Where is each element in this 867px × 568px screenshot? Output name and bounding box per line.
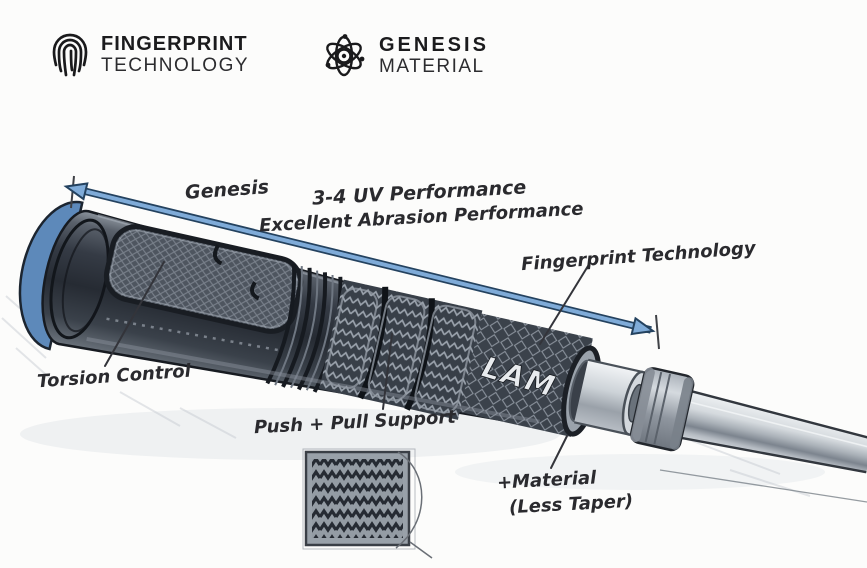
rib-grooves [265, 264, 343, 393]
fingerprint-technology-badge: FINGERPRINT TECHNOLOGY [50, 30, 249, 80]
fingerprint-icon [52, 33, 88, 77]
grip-assembly: LAM [18, 200, 867, 474]
leader-lines [104, 261, 589, 469]
brand-section: LAM [459, 313, 593, 437]
dimension-arrow [63, 175, 660, 350]
paper-shading [1, 295, 867, 503]
material-leader [550, 435, 568, 469]
grip-bottom-highlight [86, 336, 540, 424]
push-pull-leader [382, 333, 393, 410]
badge-title: FINGERPRINT [101, 33, 248, 55]
torsion-panel [103, 224, 304, 334]
grip-butt-cap-rings [49, 218, 110, 340]
torsion-leader [104, 261, 165, 367]
badge-subtitle: MATERIAL [379, 56, 485, 77]
badge-title: GENESIS [379, 34, 489, 56]
badge-subtitle: TECHNOLOGY [101, 55, 250, 76]
chevron-section [319, 279, 483, 420]
arrow-right-tick [655, 314, 660, 350]
genesis-material-badge: GENESIS MATERIAL [320, 30, 489, 82]
arrowhead-left [63, 182, 89, 201]
magnifier-arc [395, 451, 423, 549]
fingerprint-leader [539, 265, 589, 345]
atom-icon [325, 34, 365, 77]
collar [629, 367, 695, 452]
texture-detail-box [302, 448, 433, 559]
stitch-dots [106, 317, 282, 352]
arrowhead-right [630, 316, 656, 336]
